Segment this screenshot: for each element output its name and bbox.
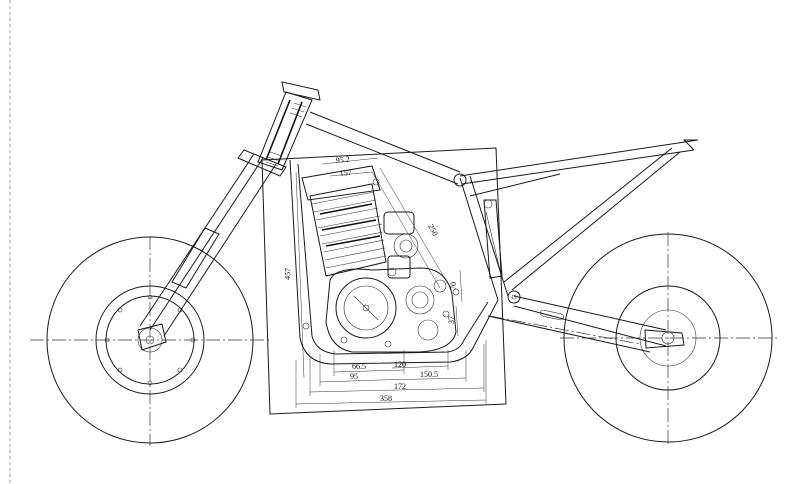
dim-250: 250 (426, 223, 440, 238)
engine-mount-box (261, 147, 507, 415)
dimension-lines (295, 157, 487, 408)
dim-66-5: 66.5 (352, 362, 366, 371)
front-fork (139, 149, 287, 337)
steering-head (257, 81, 321, 171)
dim-37: 37 (447, 316, 456, 324)
dim-457: 457 (283, 268, 292, 280)
engine (301, 165, 460, 353)
dim-95: 95 (350, 372, 358, 381)
dim-150-5: 150.5 (420, 370, 438, 379)
dim-157: 157 (339, 168, 352, 178)
front-wheel (30, 236, 270, 446)
dim-358: 358 (380, 394, 392, 403)
dim-120: 120 (394, 360, 406, 369)
dim-95-2: 95.2 (335, 155, 350, 165)
frame (289, 111, 699, 365)
dim-172: 172 (394, 382, 406, 391)
rear-wheel (560, 232, 780, 444)
dim-70: 70 (449, 282, 458, 290)
